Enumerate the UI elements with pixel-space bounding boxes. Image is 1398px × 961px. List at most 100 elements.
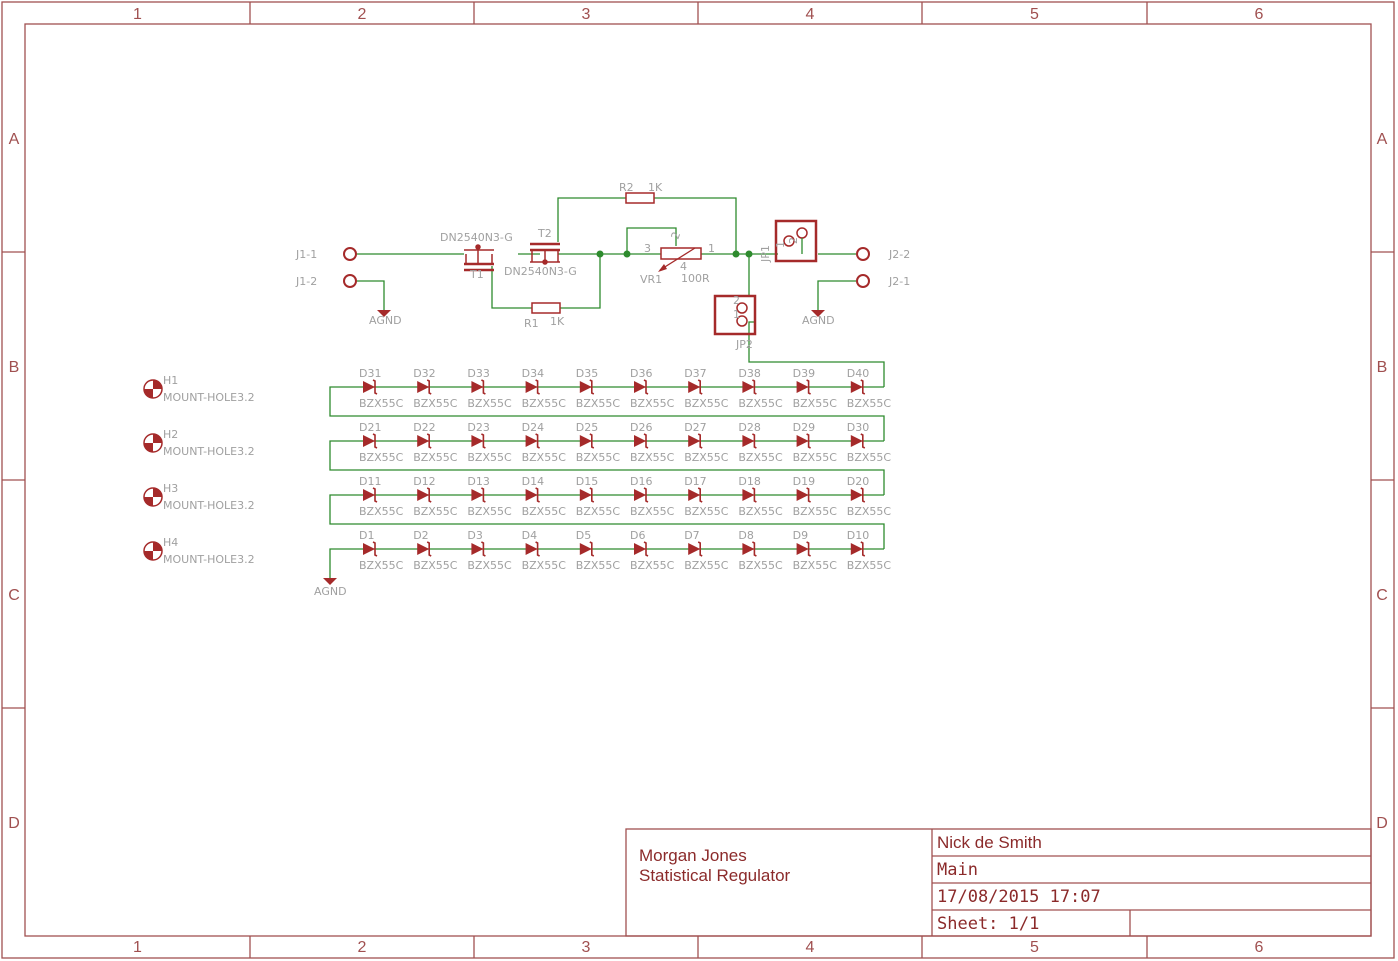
diode-name-label: D20	[847, 475, 869, 488]
diode-value-label: BZX55C	[467, 397, 512, 410]
jp2-label: JP2	[735, 338, 753, 351]
diode-value-label: BZX55C	[413, 451, 458, 464]
zener-diode-array: D31BZX55CD32BZX55CD33BZX55CD34BZX55CD35B…	[359, 367, 891, 572]
vr1-value-label: 100R	[681, 272, 710, 285]
mount-hole-value-label: MOUNT-HOLE3.2	[163, 445, 255, 458]
agnd-label-1: AGND	[369, 314, 402, 327]
diode-value-label: BZX55C	[793, 559, 838, 572]
vr1-pin1-label: 1	[708, 242, 715, 255]
frame-column-label: 5	[1030, 6, 1039, 23]
r2-name-label: R2	[619, 181, 634, 194]
title-author: Nick de Smith	[937, 833, 1042, 852]
diode-name-label: D1	[359, 529, 374, 542]
frame-row-label: A	[1377, 131, 1388, 148]
frame-column-label: 4	[806, 6, 815, 23]
diode-value-label: BZX55C	[847, 397, 892, 410]
diode-value-label: BZX55C	[522, 559, 567, 572]
jp2-pin1-label: 1	[733, 308, 740, 321]
diode-name-label: D29	[793, 421, 815, 434]
frame-column-label: 3	[582, 6, 591, 23]
agnd-label-2: AGND	[802, 314, 835, 327]
diode-name-label: D15	[576, 475, 598, 488]
wires	[329, 197, 885, 578]
jp1-pin1-label: 1	[774, 241, 787, 248]
frame-row-label: D	[1376, 815, 1388, 832]
diode-name-label: D31	[359, 367, 381, 380]
diode-value-label: BZX55C	[630, 505, 675, 518]
diode-value-label: BZX55C	[413, 505, 458, 518]
diode-name-label: D32	[413, 367, 435, 380]
vr1-pin4-label: 4	[680, 260, 687, 273]
frame-row-label: B	[1377, 359, 1388, 376]
vr1-pin2-label: 2	[669, 230, 684, 241]
title-sheet-name: Main	[937, 860, 978, 880]
frame-row-label: C	[1376, 587, 1388, 604]
diode-name-label: D25	[576, 421, 598, 434]
diode-name-label: D16	[630, 475, 652, 488]
jp1-header: JP1 1 2	[759, 219, 818, 263]
frame-row-label: B	[9, 359, 20, 376]
diode-value-label: BZX55C	[359, 451, 404, 464]
mount-holes: H1MOUNT-HOLE3.2H2MOUNT-HOLE3.2H3MOUNT-HO…	[143, 374, 255, 566]
diode-value-label: BZX55C	[793, 505, 838, 518]
diode-name-label: D17	[684, 475, 706, 488]
diode-value-label: BZX55C	[847, 505, 892, 518]
r1-resistor	[531, 302, 561, 314]
diode-value-label: BZX55C	[467, 505, 512, 518]
diode-value-label: BZX55C	[522, 451, 567, 464]
diode-value-label: BZX55C	[793, 397, 838, 410]
mount-hole-name-label: H1	[163, 374, 178, 387]
mount-hole-value-label: MOUNT-HOLE3.2	[163, 553, 255, 566]
r2-value-label: 1K	[648, 181, 663, 194]
frame-column-label: 6	[1255, 6, 1264, 23]
diode-value-label: BZX55C	[576, 505, 621, 518]
frame-column-label: 1	[133, 6, 142, 23]
t2-mosfet	[530, 242, 560, 265]
diode-value-label: BZX55C	[684, 451, 729, 464]
title-line-2: Statistical Regulator	[639, 866, 791, 885]
diode-value-label: BZX55C	[576, 559, 621, 572]
frame-column-label: 2	[358, 939, 367, 956]
diode-name-label: D24	[522, 421, 544, 434]
diode-name-label: D14	[522, 475, 544, 488]
diode-name-label: D37	[684, 367, 706, 380]
frame-column-label: 2	[358, 6, 367, 23]
diode-value-label: BZX55C	[413, 559, 458, 572]
j1-2-pad	[343, 274, 357, 288]
diode-value-label: BZX55C	[576, 397, 621, 410]
diode-value-label: BZX55C	[359, 505, 404, 518]
diode-name-label: D22	[413, 421, 435, 434]
diode-name-label: D27	[684, 421, 706, 434]
frame-column-label: 3	[582, 939, 591, 956]
diode-value-label: BZX55C	[630, 451, 675, 464]
mount-hole-name-label: H3	[163, 482, 178, 495]
j2-1-label: J2-1	[888, 275, 910, 288]
r1-value-label: 1K	[550, 315, 565, 328]
